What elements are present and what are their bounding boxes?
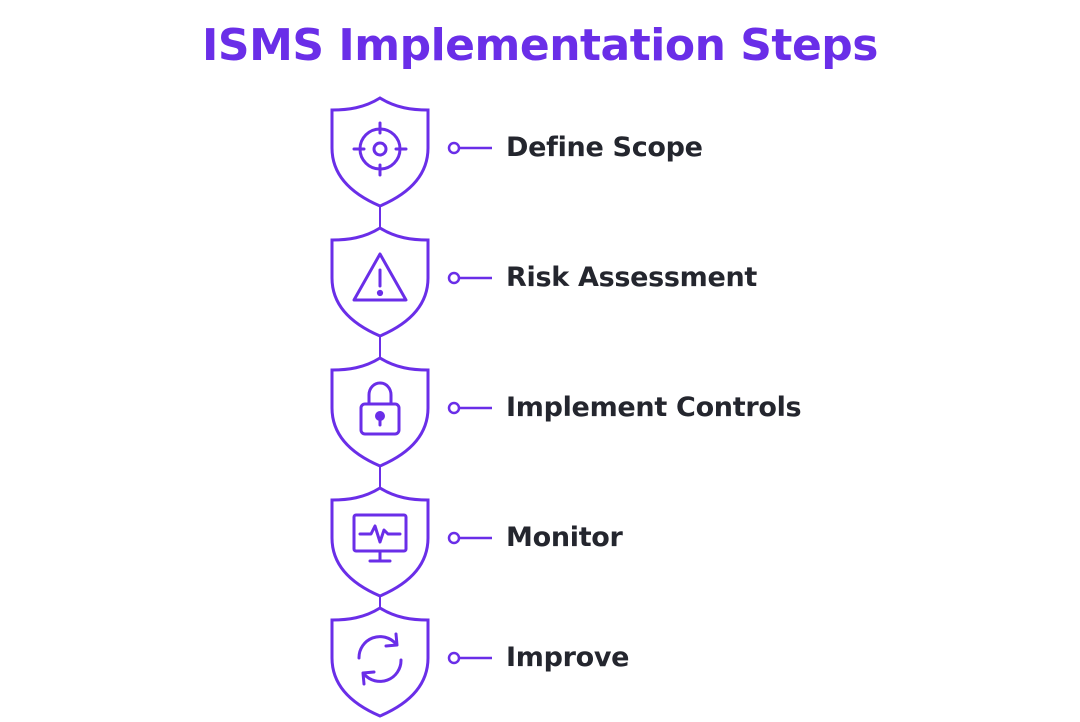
refresh-icon: [357, 632, 403, 686]
pointer-connector: [447, 651, 492, 665]
warning-icon: [352, 252, 408, 302]
lock-icon: [359, 381, 401, 436]
connector-line: [379, 333, 381, 361]
step-define-scope: Define Scope: [326, 92, 746, 212]
connector-line: [379, 463, 381, 491]
shield-icon: [330, 606, 430, 718]
diagram-title: ISMS Implementation Steps: [202, 20, 878, 71]
step-monitor: Monitor: [326, 482, 746, 602]
connector-line: [379, 203, 381, 231]
pointer-connector: [447, 401, 492, 415]
shield-icon: [330, 486, 430, 598]
shield-icon: [330, 226, 430, 338]
step-label: Define Scope: [506, 132, 703, 163]
shield-icon: [330, 356, 430, 468]
step-improve: Improve: [326, 602, 746, 722]
pointer-connector: [447, 271, 492, 285]
step-label: Improve: [506, 642, 630, 673]
target-icon: [352, 121, 408, 177]
step-risk-assessment: Risk Assessment: [326, 222, 757, 342]
step-implement-controls: Implement Controls: [326, 352, 802, 472]
pointer-connector: [447, 141, 492, 155]
step-label: Risk Assessment: [506, 262, 758, 293]
shield-icon: [330, 96, 430, 208]
pointer-connector: [447, 531, 492, 545]
monitor-icon: [352, 513, 408, 563]
step-label: Implement Controls: [506, 392, 802, 423]
step-label: Monitor: [506, 522, 623, 553]
